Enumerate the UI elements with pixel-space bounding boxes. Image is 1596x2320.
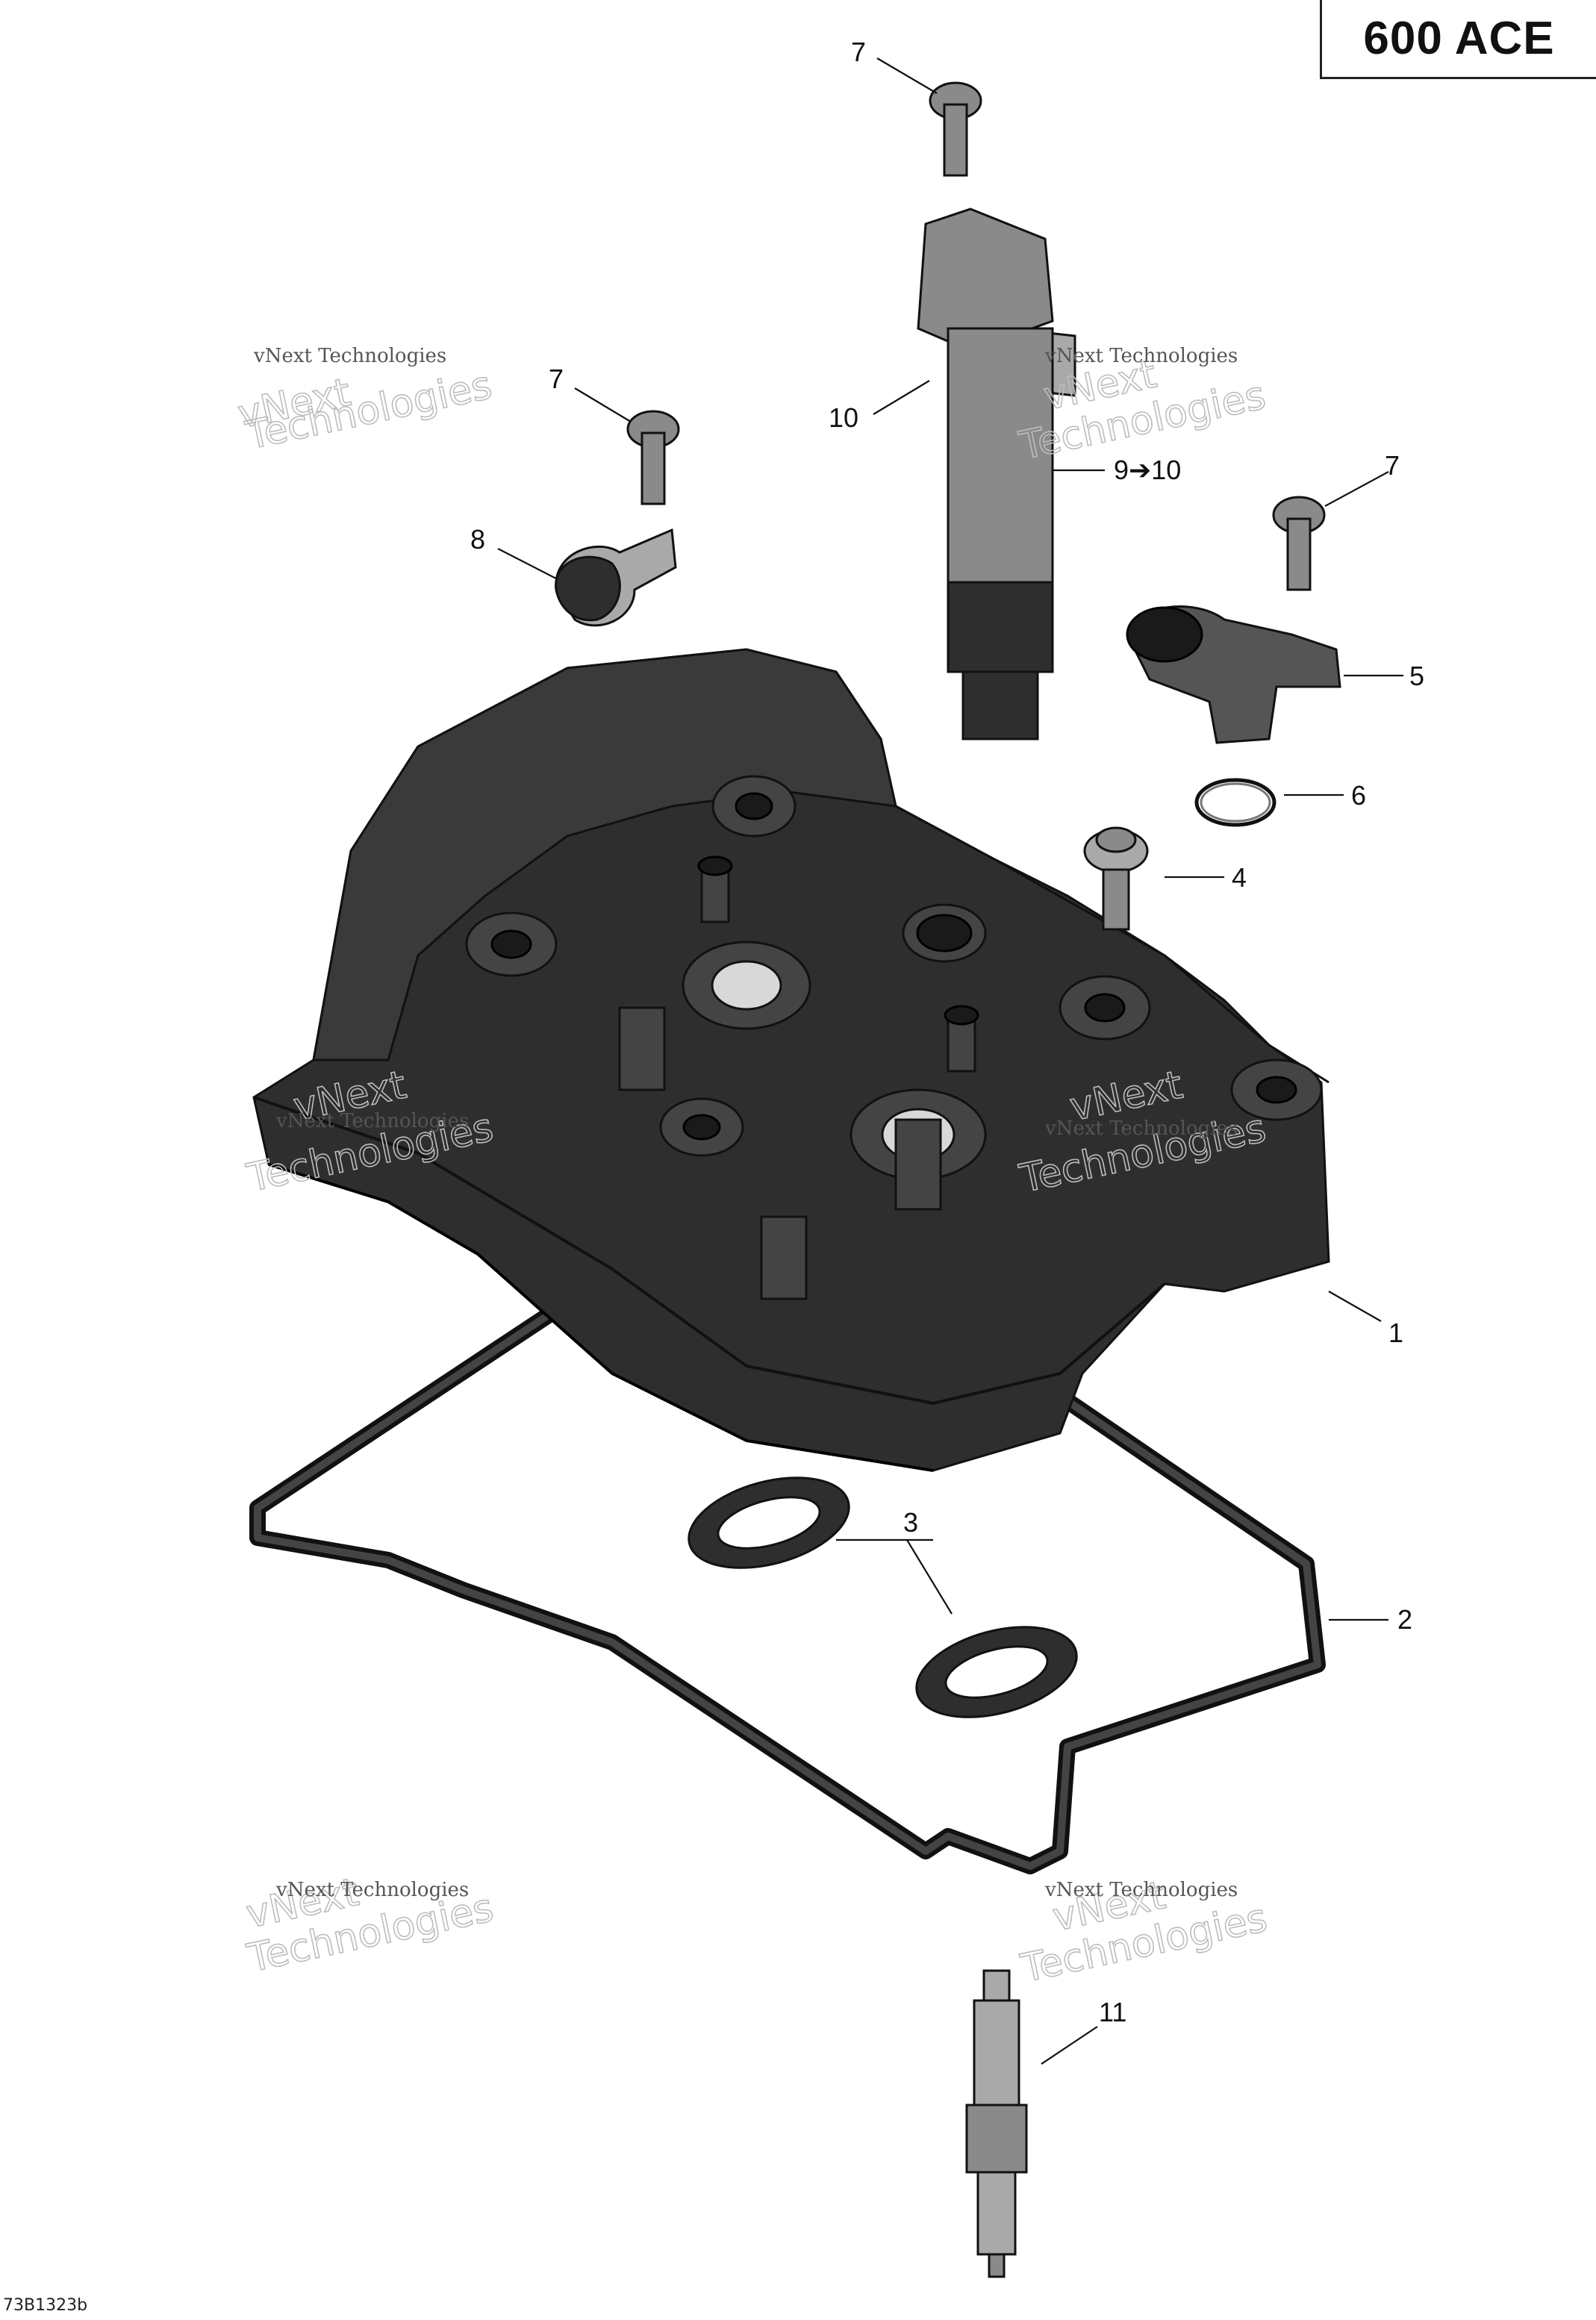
watermark-small: vNext Technologies xyxy=(275,1110,469,1132)
leader-7-left xyxy=(574,387,632,422)
clamp-part-8 xyxy=(555,528,677,627)
cover-rib-1 xyxy=(618,1006,666,1091)
callout-labels: 7 7 7 10 9➔10 8 5 6 4 1 3 2 11 xyxy=(470,37,1424,2027)
cover-boss-1 xyxy=(711,775,797,838)
leader-1 xyxy=(1328,1291,1382,1322)
watermark-bottom-left: vNext Technologies vNext Technologies xyxy=(242,1869,498,1982)
cover-rib-2 xyxy=(894,1118,942,1211)
callout-11: 11 xyxy=(1099,1997,1126,2027)
callout-2: 2 xyxy=(1397,1604,1412,1635)
callout-7-right: 7 xyxy=(1385,450,1400,481)
callout-6: 6 xyxy=(1351,780,1366,811)
callout-10: 10 xyxy=(829,402,858,433)
cover-post-1 xyxy=(697,855,733,923)
leader-7-top xyxy=(876,57,938,94)
callout-3: 3 xyxy=(903,1507,918,1538)
seal-part-3-lower xyxy=(915,1626,1078,1718)
watermark-small: vNext Technologies xyxy=(1044,1879,1238,1901)
callout-4: 4 xyxy=(1232,862,1247,893)
bolt-part-4 xyxy=(1083,826,1149,931)
callout-8: 8 xyxy=(470,524,485,555)
leader-11 xyxy=(1041,2026,1098,2065)
callout-7-top: 7 xyxy=(851,37,866,67)
watermark-bottom-right: vNext Technologies vNext Technologies xyxy=(1017,1872,1272,1992)
ignition-coil-part-10 xyxy=(917,208,1076,740)
watermark-top-left: vNext Technologies vNext Technologies xyxy=(234,345,496,459)
callout-5: 5 xyxy=(1409,661,1424,691)
model-label: 600 ACE xyxy=(1363,13,1555,64)
cover-post-2 xyxy=(944,1005,979,1073)
watermark-big-line-2: Technologies xyxy=(242,363,496,458)
watermark-small: vNext Technologies xyxy=(275,1879,469,1901)
cover-plug-hole-1 xyxy=(682,941,811,1030)
watermark-small: vNext Technologies xyxy=(1044,1117,1238,1140)
callout-1: 1 xyxy=(1388,1318,1403,1348)
screw-part-7-top xyxy=(929,81,982,177)
callout-9-to-10: 9➔10 xyxy=(1114,455,1181,485)
watermark-small: vNext Technologies xyxy=(1044,345,1238,367)
screw-part-7-left xyxy=(626,410,680,505)
screw-part-7-right xyxy=(1272,496,1326,591)
figure-code: 73B1323b xyxy=(3,2296,88,2315)
leader-8 xyxy=(497,548,557,579)
watermark-top-right: vNext Technologies vNext Technologies xyxy=(1015,345,1271,470)
model-label-box: 600 ACE xyxy=(1320,0,1596,79)
leader-7-right xyxy=(1324,471,1389,507)
cover-boss-5 xyxy=(1230,1058,1323,1121)
cover-boss-3 xyxy=(902,903,987,963)
sensor-part-5 xyxy=(1126,605,1341,744)
leader-3 xyxy=(836,1538,953,1615)
cover-boss-4 xyxy=(1059,975,1151,1041)
watermark-small: vNext Technologies xyxy=(253,345,446,367)
callout-7-left: 7 xyxy=(549,364,564,394)
leader-lines xyxy=(497,57,1403,2065)
valve-cover-part-1 xyxy=(252,648,1330,1472)
watermark-mid-right: vNext Technologies vNext Technologies xyxy=(1015,1062,1271,1203)
o-ring-part-6 xyxy=(1194,778,1277,827)
cover-boss-2 xyxy=(465,911,558,977)
spark-plug-part-11 xyxy=(965,1969,1028,2278)
leader-10 xyxy=(873,380,930,415)
cover-boss-6 xyxy=(659,1097,744,1157)
cover-rib-3 xyxy=(760,1215,808,1300)
seal-part-3-upper xyxy=(688,1476,850,1569)
